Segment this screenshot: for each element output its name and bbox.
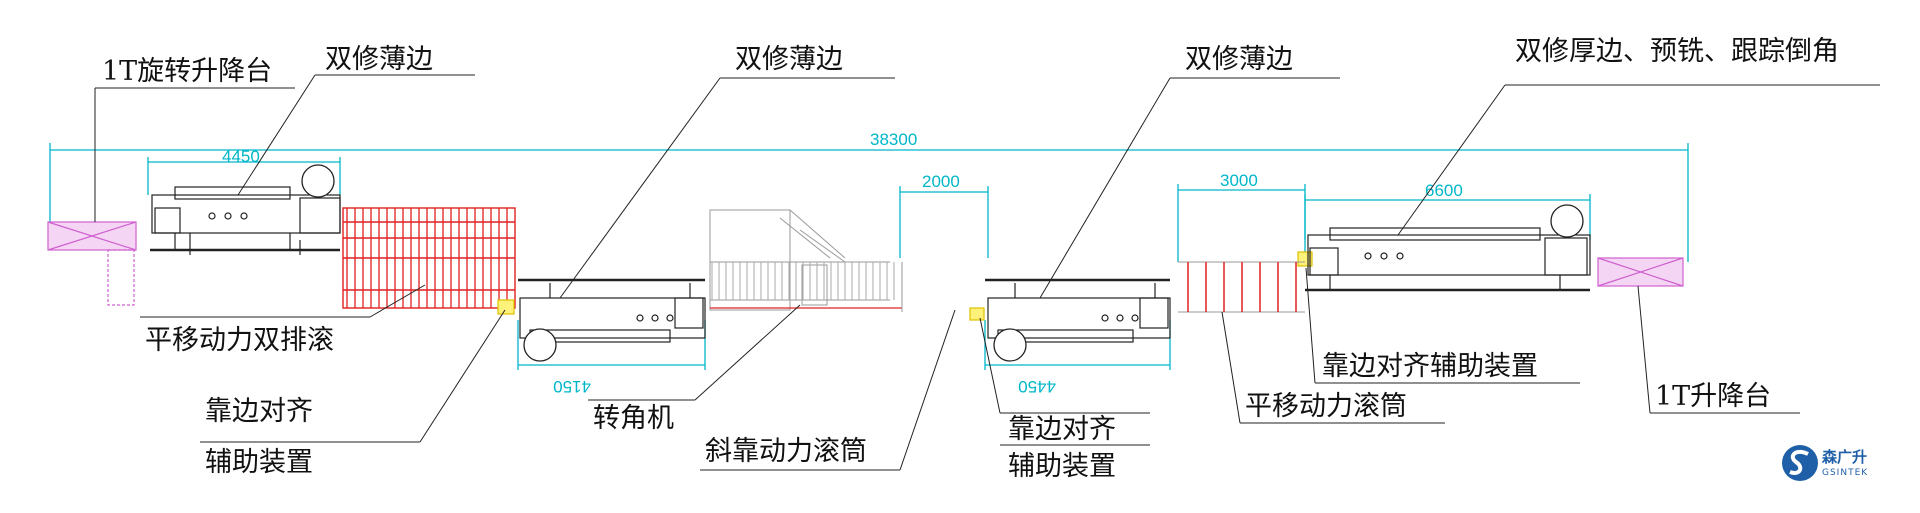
dimension-3 [899,186,989,258]
dimension-3-label: 2000 [922,172,960,191]
label-lift: 1T升降台 [1655,381,1771,412]
dimension-total-label: 38300 [870,130,917,149]
label-align-2-line2: 辅助装置 [1008,451,1116,482]
transfer-roller-ticks [1187,262,1297,312]
label-align-3: 靠边对齐辅助装置 [1322,351,1538,382]
label-thin-edge-3: 双修薄边 [1185,44,1293,75]
edge-machine-1 [150,186,341,255]
logo-name-en: GSINTEK [1822,468,1868,478]
double-roller-ticks [346,208,508,308]
label-thick-edge: 双修厚边、预铣、跟踪倒角 [1515,36,1839,67]
edge-machine-3-wheel [993,328,1027,362]
align-marker-1 [497,299,515,315]
leader-lines [94,74,1880,471]
lift-table [1597,257,1684,287]
edge-machine-3 [985,278,1171,343]
label-thin-edge-1: 双修薄边 [325,44,433,75]
label-align-1-line1: 靠边对齐 [205,396,313,427]
logo-name-cn: 森广升 [1822,448,1867,466]
company-logo: 森广升 GSINTEK [1782,445,1868,481]
oblique-roller-ticks [711,262,895,300]
label-transfer-roller: 平移动力滚筒 [1245,391,1407,422]
edge-machine-4-wheel [1550,204,1584,238]
align-marker-2 [969,307,985,321]
dimension-1 [147,157,341,195]
label-align-2-line1: 靠边对齐 [1008,414,1116,445]
dimension-4-label: 4450 [1018,377,1056,396]
edge-machine-1-wheel [301,164,335,198]
label-oblique-roller: 斜靠动力滚筒 [705,436,867,467]
label-thin-edge-2: 双修薄边 [735,44,843,75]
label-rotary-lift: 1T旋转升降台 [102,56,272,87]
dimension-5 [1177,184,1306,262]
label-align-1-line2: 辅助装置 [205,447,313,478]
dimension-total [49,143,1689,262]
label-corner: 转角机 [593,403,674,434]
dimension-6 [1304,194,1591,240]
dimension-2-label: 4150 [553,377,591,396]
dimension-5-label: 3000 [1220,171,1258,190]
edge-machine-2-wheel [523,328,557,362]
dimension-6-label: 6600 [1425,181,1463,200]
double-roller-conveyor [342,207,516,309]
corner-machine [709,209,890,311]
edge-machine-4 [1305,227,1591,292]
rotary-lift-table [47,221,137,306]
label-double-roller: 平移动力双排滚 [145,325,334,356]
dimension-1-label: 4450 [222,147,260,166]
